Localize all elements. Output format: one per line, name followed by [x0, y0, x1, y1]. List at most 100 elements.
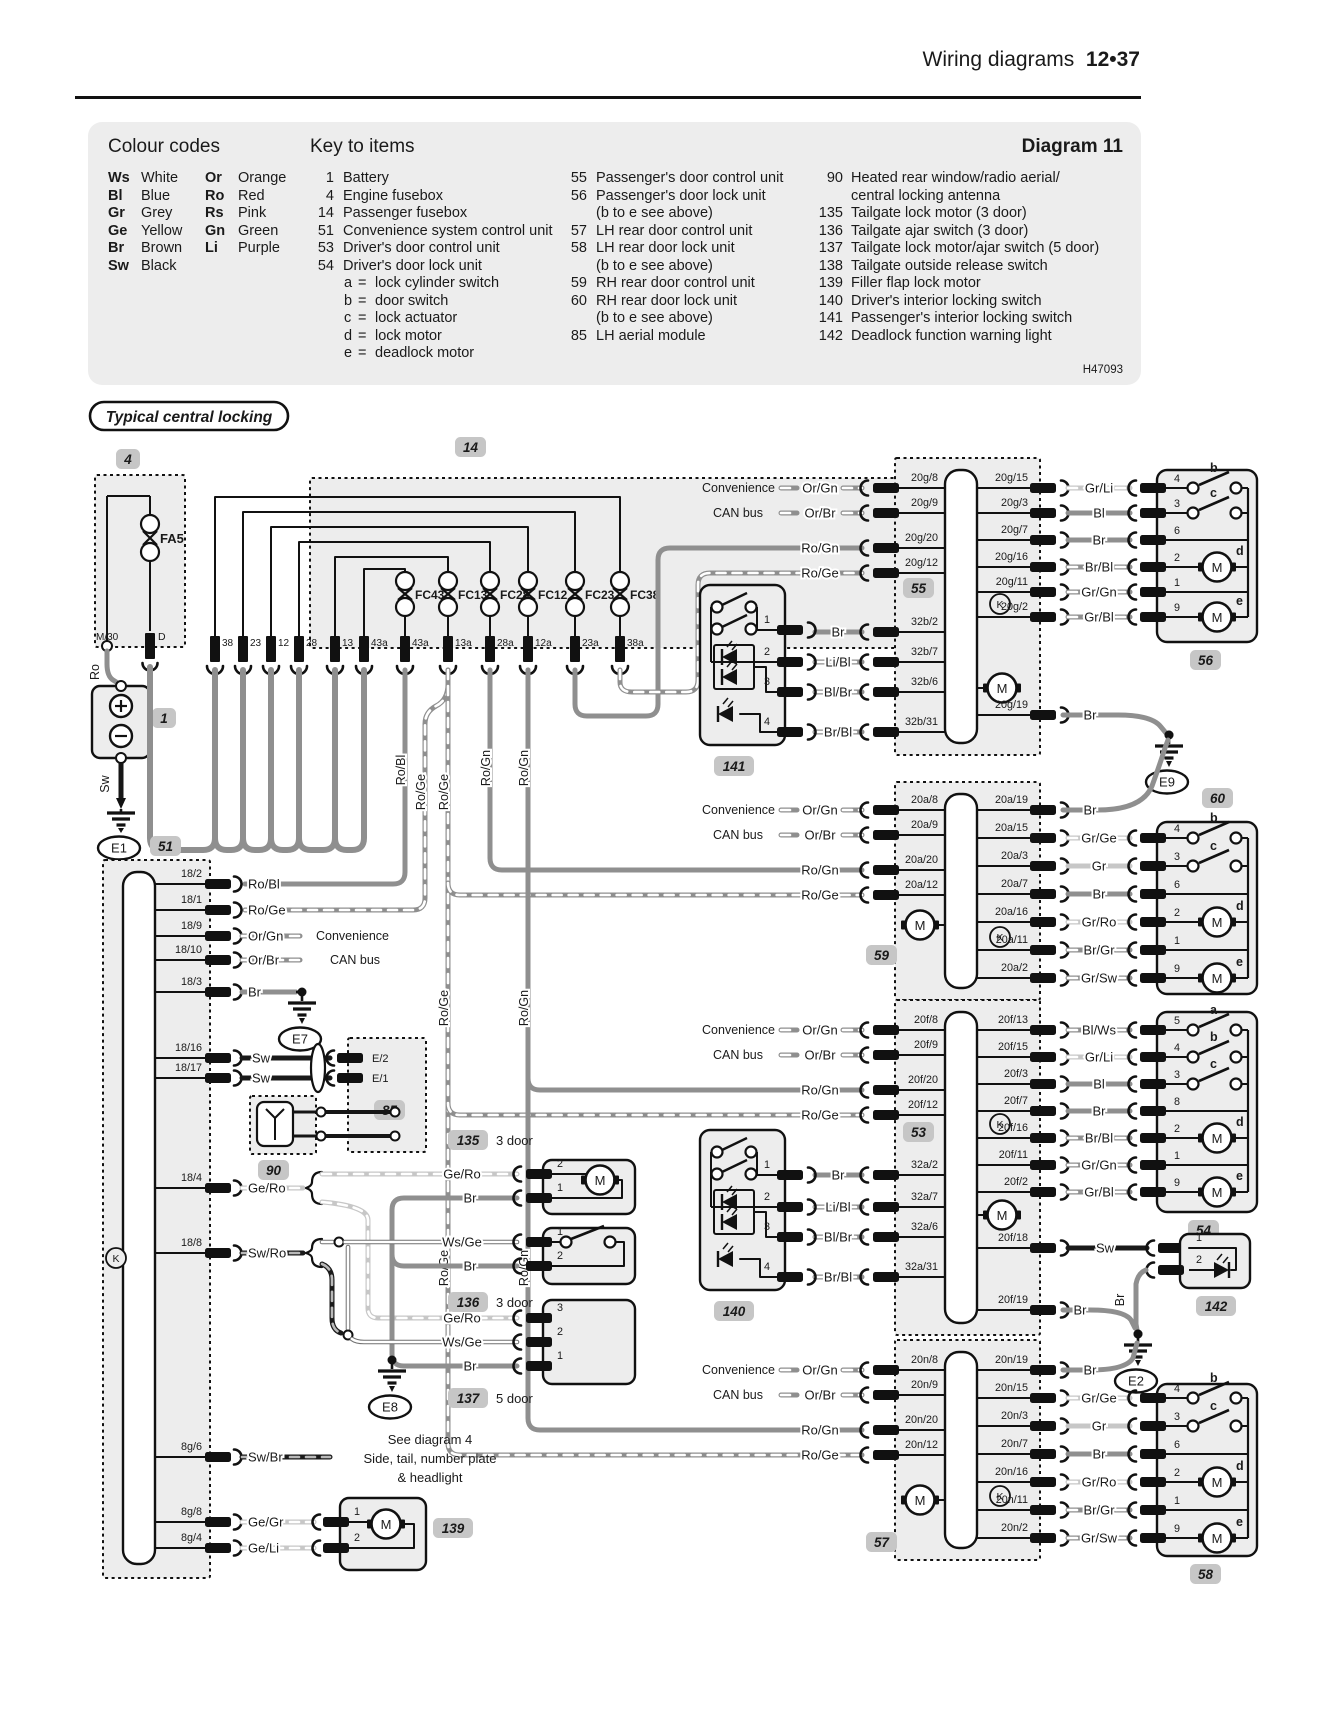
svg-text:K: K: [112, 1253, 119, 1265]
svg-text:18/10: 18/10: [175, 944, 202, 956]
svg-text:Ge/Ro: Ge/Ro: [443, 1311, 481, 1326]
key-item: (b to e see above): [596, 257, 713, 274]
svg-text:20n/2: 20n/2: [1001, 1522, 1028, 1534]
svg-text:M: M: [1212, 1131, 1223, 1146]
svg-text:Convenience: Convenience: [316, 929, 389, 943]
svg-text:Gr/Sw: Gr/Sw: [1081, 1531, 1118, 1546]
svg-text:Gr: Gr: [1092, 1419, 1107, 1434]
svg-text:1: 1: [1174, 1150, 1180, 1162]
header-title: Wiring diagrams: [922, 48, 1075, 71]
svg-text:1: 1: [557, 1350, 563, 1362]
svg-text:Br/Bl: Br/Bl: [1085, 1131, 1113, 1146]
svg-text:53: 53: [911, 1125, 927, 1140]
svg-text:Br: Br: [1084, 1363, 1098, 1378]
svg-text:Side, tail, number plate: Side, tail, number plate: [364, 1451, 497, 1466]
svg-text:Bl: Bl: [1093, 1077, 1105, 1092]
svg-text:20g/19: 20g/19: [995, 699, 1028, 711]
svg-text:20g/16: 20g/16: [995, 551, 1028, 563]
svg-text:20f/12: 20f/12: [908, 1099, 938, 1111]
svg-text:18/8: 18/8: [181, 1237, 202, 1249]
svg-text:E/1: E/1: [372, 1073, 389, 1085]
svg-text:2: 2: [764, 646, 770, 658]
svg-text:Ge/Li: Ge/Li: [248, 1541, 279, 1556]
svg-text:Gr/Bl: Gr/Bl: [1084, 1185, 1114, 1200]
svg-text:2: 2: [557, 1158, 563, 1170]
reference-number: H47093: [1082, 364, 1123, 376]
svg-text:28a: 28a: [497, 638, 514, 649]
svg-text:3 door: 3 door: [496, 1133, 534, 1148]
svg-text:20a/9: 20a/9: [911, 819, 938, 831]
svg-text:Gr/Ro: Gr/Ro: [1082, 915, 1117, 930]
svg-text:20f/2: 20f/2: [1004, 1176, 1028, 1188]
svg-text:M: M: [997, 681, 1008, 696]
svg-text:2: 2: [764, 1191, 770, 1203]
svg-text:4: 4: [764, 1261, 770, 1273]
svg-text:2: 2: [1174, 552, 1180, 564]
svg-text:5: 5: [1174, 1015, 1180, 1027]
svg-text:K: K: [996, 1119, 1003, 1131]
svg-text:M: M: [1212, 1475, 1223, 1490]
header-page-number: 12•37: [1085, 48, 1140, 71]
svg-text:4: 4: [1174, 823, 1180, 835]
svg-text:20f/7: 20f/7: [1004, 1095, 1028, 1107]
svg-text:Convenience: Convenience: [702, 803, 775, 817]
svg-text:20f/11: 20f/11: [999, 1149, 1028, 1161]
svg-text:6: 6: [1174, 879, 1180, 891]
svg-text:Or/Br: Or/Br: [804, 1388, 836, 1403]
svg-text:Ro/Ge: Ro/Ge: [437, 774, 451, 810]
svg-text:28: 28: [306, 638, 318, 649]
diagram-number: Diagram 11: [1021, 136, 1123, 157]
svg-text:20a/15: 20a/15: [995, 822, 1028, 834]
svg-text:Or/Br: Or/Br: [804, 1048, 836, 1063]
svg-text:3: 3: [1174, 1411, 1180, 1423]
svg-text:K: K: [996, 1491, 1003, 1503]
svg-text:Ro/Ge: Ro/Ge: [801, 888, 839, 903]
svg-text:4: 4: [764, 716, 770, 728]
svg-text:18/1: 18/1: [181, 894, 202, 906]
svg-text:Ro/Ge: Ro/Ge: [801, 1108, 839, 1123]
svg-text:FC38: FC38: [630, 588, 660, 602]
svg-text:Ro/Gn: Ro/Gn: [801, 1423, 839, 1438]
svg-text:M: M: [1212, 971, 1223, 986]
svg-text:d: d: [1236, 1115, 1244, 1129]
svg-text:Ro: Ro: [88, 664, 102, 680]
svg-text:20a/3: 20a/3: [1001, 850, 1028, 862]
svg-text:20n/8: 20n/8: [911, 1354, 938, 1366]
svg-text:8: 8: [1174, 1096, 1180, 1108]
svg-text:Br: Br: [464, 1359, 478, 1374]
svg-text:Sw: Sw: [252, 1051, 271, 1066]
svg-text:CAN bus: CAN bus: [713, 1048, 763, 1062]
svg-text:d: d: [1236, 899, 1244, 913]
svg-text:20f/13: 20f/13: [998, 1014, 1028, 1026]
svg-text:Br/Bl: Br/Bl: [824, 725, 852, 740]
svg-text:Br/Gr: Br/Gr: [1083, 1503, 1115, 1518]
svg-text:20a/20: 20a/20: [905, 854, 938, 866]
svg-text:Ro/Bl: Ro/Bl: [248, 877, 280, 892]
svg-text:Ge/Gr: Ge/Gr: [248, 1515, 284, 1530]
svg-text:K: K: [996, 932, 1003, 944]
svg-text:E/2: E/2: [372, 1053, 389, 1065]
svg-text:2: 2: [354, 1532, 360, 1544]
svg-text:Br: Br: [1093, 1104, 1107, 1119]
svg-text:20g/2: 20g/2: [1001, 601, 1028, 613]
svg-text:Br: Br: [1113, 1294, 1127, 1307]
svg-text:Gr/Li: Gr/Li: [1085, 1050, 1113, 1065]
svg-text:M: M: [915, 1493, 926, 1508]
svg-text:20n/15: 20n/15: [995, 1382, 1028, 1394]
svg-text:1: 1: [557, 1182, 563, 1194]
svg-text:1: 1: [764, 1159, 770, 1171]
svg-text:20n/19: 20n/19: [995, 1354, 1028, 1366]
svg-text:58: 58: [1198, 1567, 1214, 1582]
svg-text:Or/Br: Or/Br: [804, 506, 836, 521]
svg-text:K: K: [996, 599, 1003, 611]
svg-text:20a/19: 20a/19: [995, 794, 1028, 806]
svg-text:20g/7: 20g/7: [1001, 524, 1028, 536]
svg-text:20a/2: 20a/2: [1001, 962, 1028, 974]
